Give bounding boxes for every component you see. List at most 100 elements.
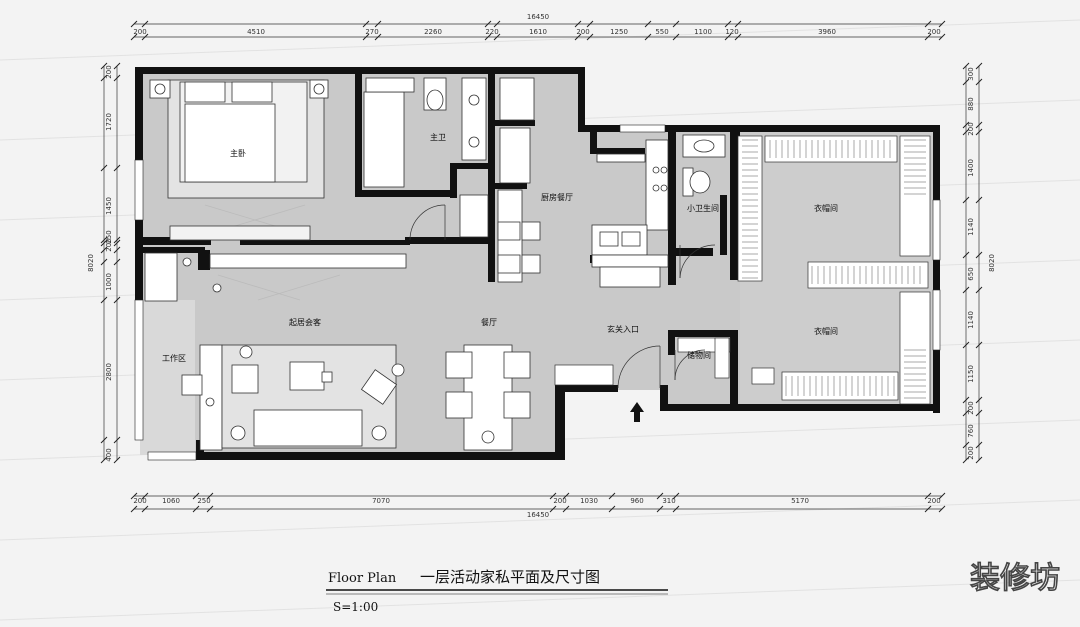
dimension-tick (100, 258, 108, 266)
dimension-tick (644, 33, 652, 41)
dimension-tick (113, 239, 121, 247)
dimension-tick (734, 33, 742, 41)
dimension-tick (100, 62, 108, 70)
dimension-tick (493, 20, 501, 28)
dimension-tick (562, 492, 570, 500)
dimension-tick (924, 20, 932, 28)
dimension-tick (975, 441, 983, 449)
dimension-tick (362, 20, 370, 28)
hanger-rails (742, 139, 926, 399)
dim-top-segment: 200 (927, 28, 940, 36)
bedroom-furniture (149, 79, 329, 241)
dimension-tick (113, 236, 121, 244)
dimension-tick (962, 251, 970, 259)
kitchen-fixtures (497, 139, 669, 288)
room-label-master-bath: 主卫 (430, 132, 446, 142)
dimension-tick (100, 436, 108, 444)
dimension-tick (924, 33, 932, 41)
dimension-tick (938, 492, 946, 500)
dim-top-segment: 1100 (694, 28, 712, 36)
dimension-tick (975, 251, 983, 259)
dimension-ticks (100, 20, 983, 513)
room-label-master-bedroom: 主卧 (230, 148, 246, 158)
dim-bottom-segment: 200 (927, 497, 940, 505)
watermark-logo: 装修坊 (970, 561, 1060, 596)
room-label-dining: 餐厅 (481, 318, 497, 327)
dim-top-segment: 550 (655, 28, 668, 36)
dimension-tick (672, 492, 680, 500)
dim-top-segment: 120 (725, 28, 738, 36)
dim-right-segment: 300 (967, 67, 975, 80)
dimension-tick (141, 20, 149, 28)
dimension-tick (656, 505, 664, 513)
dimension-tick (962, 409, 970, 417)
dim-left-segment: 2800 (105, 363, 113, 381)
dimension-tick (656, 492, 664, 500)
dim-left-segment: 400 (105, 448, 113, 461)
dimension-tick (549, 492, 557, 500)
dim-top-segment: 3960 (818, 28, 836, 36)
dimension-tick (100, 164, 108, 172)
doors-storage (674, 349, 706, 381)
dim-bottom-segment: 1030 (580, 497, 598, 505)
room-label-entrance: 玄关入口 (607, 324, 639, 334)
dimension-tick (100, 236, 108, 244)
dim-left-segment: 1000 (105, 273, 113, 291)
dimension-tick (100, 74, 108, 82)
dimension-lines (103, 23, 980, 510)
dimension-tick (206, 492, 214, 500)
dimension-tick (938, 505, 946, 513)
room-label-study: 工作区 (162, 353, 186, 363)
dimension-tick (113, 296, 121, 304)
dimension-tick (672, 505, 680, 513)
dim-bottom-segment: 1060 (162, 497, 180, 505)
dimension-tick (493, 33, 501, 41)
dimension-tick (962, 128, 970, 136)
master-bath-fixtures (363, 77, 535, 238)
dim-right-segment: 880 (967, 97, 975, 110)
dim-bottom-segment: 200 (133, 497, 146, 505)
dimension-tick (672, 33, 680, 41)
dimension-tick (962, 62, 970, 70)
room-label-cloakroom-upper: 衣帽间 (814, 203, 838, 213)
dimension-tick (113, 62, 121, 70)
dim-top-total: 16450 (527, 13, 549, 21)
dimension-tick (975, 456, 983, 464)
dim-left-segment: 1720 (105, 113, 113, 131)
storage-fixtures (677, 337, 731, 379)
dimension-tick (608, 492, 616, 500)
dim-bottom-total: 16450 (527, 511, 549, 519)
dimension-tick (724, 20, 732, 28)
dimension-tick (113, 456, 121, 464)
dim-bottom-segment: 7070 (372, 497, 390, 505)
cloakroom-fixtures (737, 135, 931, 405)
dimension-tick (574, 33, 582, 41)
dim-top-segment: 200 (133, 28, 146, 36)
dimension-tick (374, 33, 382, 41)
dimension-tick (672, 20, 680, 28)
dimension-tick (130, 492, 138, 500)
dimension-tick (141, 505, 149, 513)
dimension-tick (975, 341, 983, 349)
living-furniture (144, 252, 531, 451)
title-english: Floor Plan (328, 571, 397, 586)
dimension-tick (113, 164, 121, 172)
dimension-tick (100, 456, 108, 464)
dim-right-segment: 1140 (967, 311, 975, 329)
dimension-tick (975, 128, 983, 136)
dim-left-segment: 250 (105, 230, 113, 243)
dimension-tick (130, 20, 138, 28)
dimension-tick (975, 121, 983, 129)
room-label-living: 起居会客 (289, 317, 321, 327)
dimension-tick (562, 505, 570, 513)
dim-left-total: 8020 (87, 254, 95, 272)
dimension-tick (100, 246, 108, 254)
dimension-tick (586, 20, 594, 28)
doors-bedroom (409, 204, 446, 241)
dimension-tick (924, 505, 932, 513)
room-label-small-bath: 小卫生间 (687, 203, 719, 213)
windows (134, 124, 941, 461)
dimension-tick (975, 62, 983, 70)
